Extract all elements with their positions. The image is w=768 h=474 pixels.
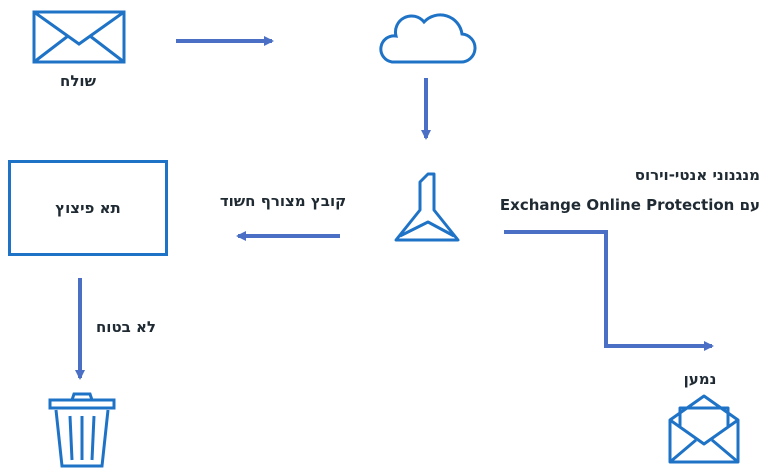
exchange-filter-icon <box>394 172 460 242</box>
suspicious-attachment-label: קובץ מצורף חשוד <box>219 192 347 210</box>
open-envelope-icon <box>668 394 740 464</box>
envelope-icon <box>32 10 126 64</box>
sandbox-label: תא פיצוץ <box>55 199 121 217</box>
cloud-icon <box>379 13 477 64</box>
trash-icon <box>48 392 116 468</box>
antivirus-label-line2: Exchange Online Protection עם <box>499 196 760 214</box>
sandbox-box: תא פיצוץ <box>8 160 168 256</box>
antivirus-label-line1: מנגנוני אנטי-וירוס <box>634 166 760 184</box>
unsafe-label: לא בטוח <box>96 318 157 336</box>
sender-label: שולח <box>60 72 96 90</box>
recipient-label: נמען <box>683 370 717 388</box>
arrow-filter-to-recipient <box>504 230 714 351</box>
